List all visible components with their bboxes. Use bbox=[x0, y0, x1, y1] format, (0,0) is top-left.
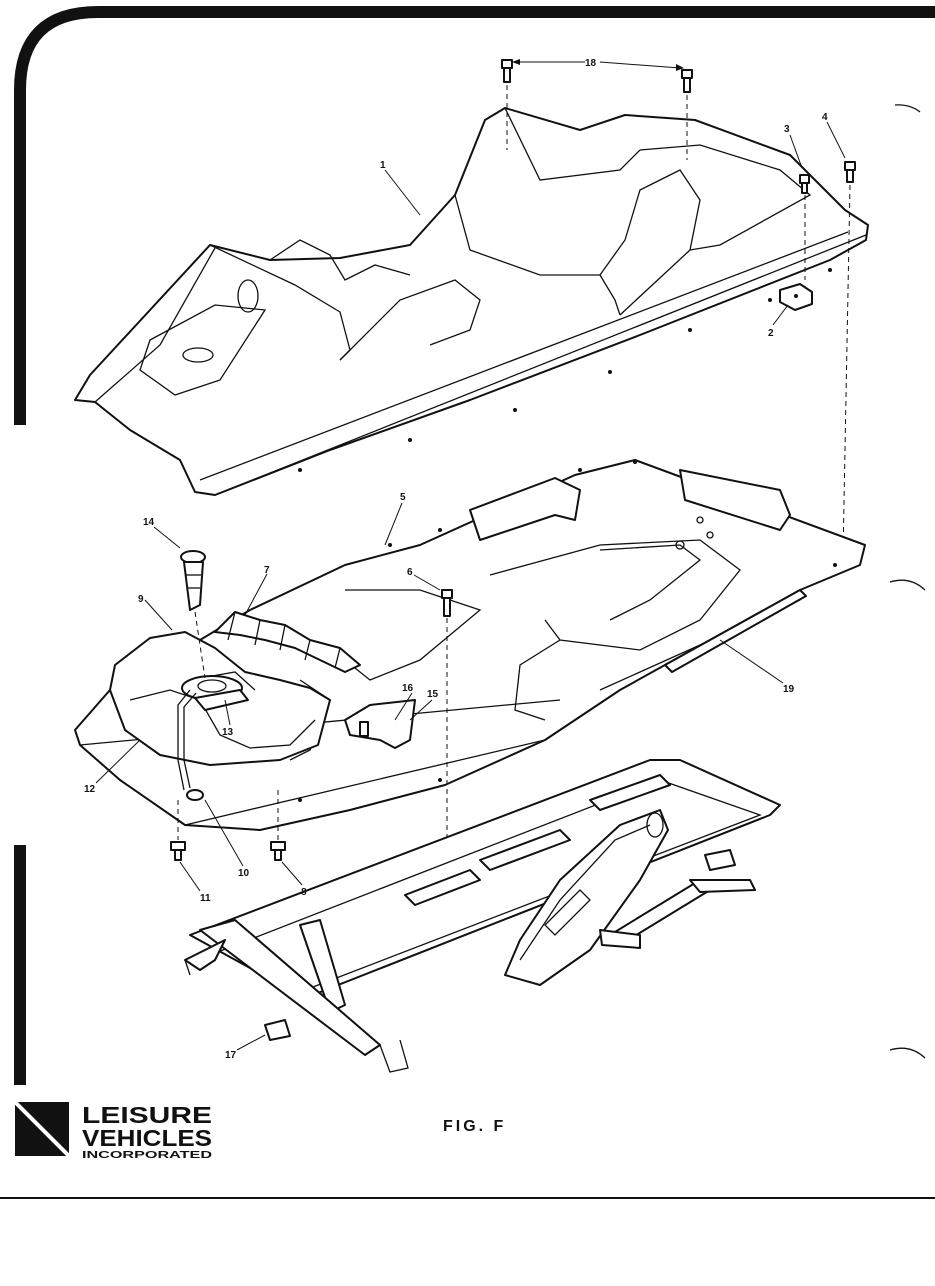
callout-19: 19 bbox=[783, 684, 795, 695]
callout-8: 8 bbox=[301, 887, 307, 898]
filler-neck bbox=[180, 550, 206, 679]
callout-labels: 1 2 3 4 5 6 7 8 9 10 11 12 13 14 15 16 1… bbox=[84, 58, 828, 1061]
deck-bracket bbox=[779, 283, 813, 311]
callout-12: 12 bbox=[84, 784, 96, 795]
callout-13: 13 bbox=[222, 727, 234, 738]
bolt-6 bbox=[441, 589, 453, 870]
callout-11: 11 bbox=[200, 893, 211, 904]
brand-line-2: VEHICLES bbox=[82, 1125, 212, 1151]
callout-1: 1 bbox=[380, 160, 386, 171]
callout-6: 6 bbox=[407, 567, 413, 578]
company-logo bbox=[13, 1100, 71, 1158]
ribbed-cover bbox=[214, 611, 361, 673]
callout-14: 14 bbox=[143, 517, 155, 528]
callout-7: 7 bbox=[264, 565, 270, 576]
deck-fasteners bbox=[501, 59, 856, 556]
upper-hull-deck bbox=[74, 107, 869, 496]
bottom-fasteners bbox=[170, 790, 286, 861]
callout-9: 9 bbox=[138, 594, 144, 605]
figure-label: FIG. F bbox=[443, 1118, 506, 1135]
callout-17: 17 bbox=[225, 1050, 237, 1061]
callout-16: 16 bbox=[402, 683, 414, 694]
callout-4: 4 bbox=[822, 112, 828, 123]
brand-line-3: INCORPORATED bbox=[82, 1150, 212, 1161]
callout-10: 10 bbox=[238, 868, 250, 879]
fuel-line bbox=[177, 689, 197, 791]
rub-strip bbox=[664, 589, 807, 673]
callout-15: 15 bbox=[427, 689, 439, 700]
callout-5: 5 bbox=[400, 492, 406, 503]
page-frame bbox=[0, 6, 935, 1199]
chassis-frame bbox=[184, 759, 781, 1073]
callout-18: 18 bbox=[585, 58, 597, 69]
drain-fitting bbox=[186, 789, 204, 801]
strap-bracket bbox=[344, 699, 416, 749]
leader-lines bbox=[95, 59, 846, 1051]
callout-3: 3 bbox=[784, 124, 790, 135]
brand-line-1: LEISURE bbox=[82, 1102, 212, 1128]
tank-cap-assembly bbox=[181, 675, 249, 711]
callout-2: 2 bbox=[768, 328, 774, 339]
